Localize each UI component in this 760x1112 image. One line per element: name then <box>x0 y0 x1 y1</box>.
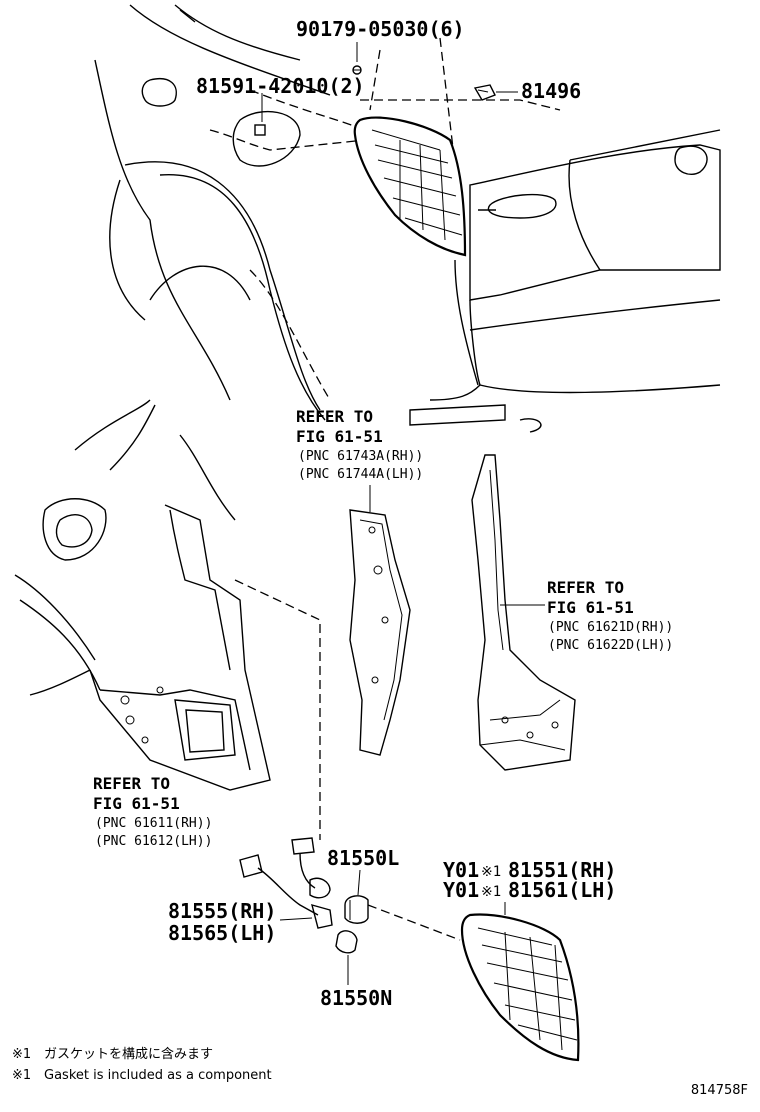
bulb-81550N-icon <box>335 930 358 954</box>
ref-right-pnc2: (PNC 61622D(LH)) <box>548 638 673 653</box>
nut-fastener-icon <box>254 124 266 136</box>
footnote-en-text: Gasket is included as a component <box>44 1068 272 1083</box>
ref-right-line1: REFER TO <box>547 578 624 597</box>
ref-left-pnc1: (PNC 61611(RH)) <box>95 816 212 831</box>
footnote-jp-mark: ※1 <box>12 1047 31 1062</box>
reference-upper: REFER TO FIG 61-51 (PNC 61743A(RH)) (PNC… <box>296 407 423 482</box>
footnote-english: ※1 Gasket is included as a component <box>12 1068 272 1083</box>
dashed-socket-to-lamp <box>234 579 321 840</box>
ref-right-pnc1: (PNC 61621D(RH)) <box>548 620 673 635</box>
leader-socket <box>279 917 313 921</box>
tail-lamp-part <box>460 913 580 1062</box>
tail-lamp-mounted <box>353 116 467 257</box>
ref-upper-line2: FIG 61-51 <box>296 427 383 446</box>
reference-right: REFER TO FIG 61-51 (PNC 61621D(RH)) (PNC… <box>547 578 673 653</box>
lamp-lh-prefix: Y01 <box>443 878 479 902</box>
figure-id: 814758F <box>691 1083 748 1098</box>
callout-socket-rh: 81555(RH) <box>168 899 276 923</box>
dashed-bulb-to-lamp <box>367 904 461 941</box>
footnote-japanese: ※1 ガスケットを構成に含みます <box>12 1046 213 1062</box>
bulb-81550L-icon <box>344 895 369 924</box>
callout-bulb-n: 81550N <box>320 986 392 1010</box>
ref-upper-pnc1: (PNC 61743A(RH)) <box>298 449 423 464</box>
clip-fastener-icon <box>473 84 496 101</box>
callout-screw: 90179-05030(6) <box>296 17 465 41</box>
callout-clip: 81496 <box>521 79 581 103</box>
leader-bulb-l <box>357 869 361 896</box>
ref-upper-line1: REFER TO <box>296 407 373 426</box>
lamp-lh-number: 81561(LH) <box>508 878 616 902</box>
ref-right-line2: FIG 61-51 <box>547 598 634 617</box>
callout-socket-lh: 81565(LH) <box>168 921 276 945</box>
footnote-en-mark: ※1 <box>12 1068 31 1083</box>
lamp-rh-mark: ※1 <box>481 864 501 880</box>
quarter-panel-inner <box>14 399 271 791</box>
ref-left-line2: FIG 61-51 <box>93 794 180 813</box>
reference-left: REFER TO FIG 61-51 (PNC 61611(RH)) (PNC … <box>93 774 212 849</box>
lamp-rh-prefix: Y01 <box>443 858 479 882</box>
center-bracket-part <box>349 509 411 756</box>
vehicle-rear-body <box>94 4 721 433</box>
ref-upper-pnc2: (PNC 61744A(LH)) <box>298 467 423 482</box>
callout-lamp-lh: Y01 ※1 81561(LH) <box>443 878 616 902</box>
callout-lamp-rh: Y01 ※1 81551(RH) <box>443 858 616 882</box>
footnote-jp-text: ガスケットを構成に含みます <box>44 1046 213 1062</box>
callout-bulb-l: 81550L <box>327 846 399 870</box>
lamp-lh-mark: ※1 <box>481 884 501 900</box>
rear-pillar-part <box>471 454 576 771</box>
callout-nut: 81591-42010(2) <box>196 74 365 98</box>
lamp-rh-number: 81551(RH) <box>508 858 616 882</box>
screw-fastener-icon <box>352 65 362 75</box>
ref-left-pnc2: (PNC 61612(LH)) <box>95 834 212 849</box>
socket-and-wire-part <box>239 837 333 929</box>
ref-left-line1: REFER TO <box>93 774 170 793</box>
